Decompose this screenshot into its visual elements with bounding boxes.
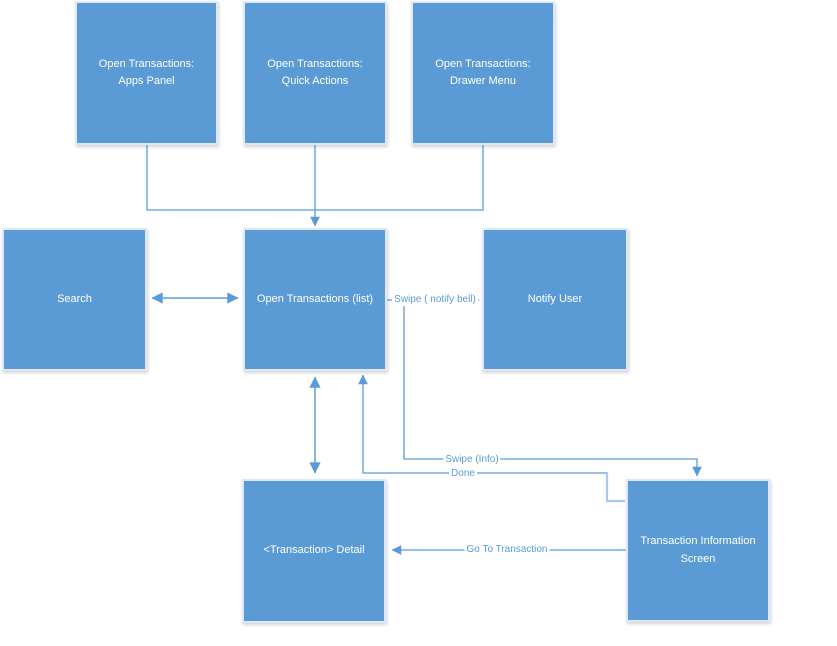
- edge-label-swipe-notify-bell[interactable]: Swipe ( notify bell): [392, 294, 478, 306]
- node-label: Notify User: [527, 292, 583, 305]
- node-notify-user[interactable]: Notify User: [482, 228, 628, 371]
- node-label: Open Transactions: Drawer Menu: [435, 57, 531, 87]
- node-transaction-information-screen[interactable]: Transaction Information Screen: [626, 479, 770, 622]
- node-label: <Transaction> Detail: [263, 544, 365, 557]
- node-open-transactions-quick-actions[interactable]: Open Transactions: Quick Actions: [243, 1, 387, 145]
- connector-done[interactable]: [358, 374, 607, 474]
- edge-label-swipe-info[interactable]: Swipe (Info): [443, 454, 501, 466]
- connector-done-elbow[interactable]: [605, 472, 625, 503]
- node-search[interactable]: Search: [2, 228, 147, 371]
- node-label: Transaction Information Screen: [640, 535, 756, 565]
- node-open-transactions-apps-panel[interactable]: Open Transactions: Apps Panel: [75, 1, 218, 145]
- node-label: Open Transactions: Apps Panel: [98, 57, 195, 87]
- node-transaction-detail[interactable]: <Transaction> Detail: [242, 479, 386, 623]
- connector-swipe-info[interactable]: [403, 301, 702, 477]
- node-label: Open Transactions: Quick Actions: [267, 57, 363, 87]
- node-label: Open Transactions (list): [256, 292, 374, 305]
- edge-label-go-to-transaction[interactable]: Go To Transaction: [464, 544, 550, 556]
- edge-label-done[interactable]: Done: [449, 468, 477, 480]
- node-open-transactions-list[interactable]: Open Transactions (list): [243, 228, 387, 371]
- node-label: Search: [57, 292, 92, 305]
- node-open-transactions-drawer-menu[interactable]: Open Transactions: Drawer Menu: [411, 1, 555, 145]
